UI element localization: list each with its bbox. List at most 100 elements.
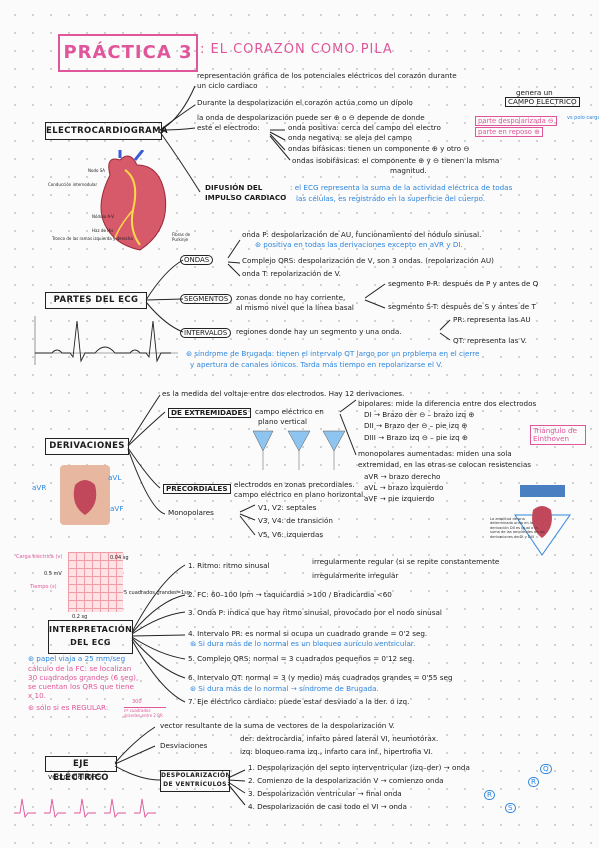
heart-label: Fibras de Purkinje xyxy=(172,232,191,242)
v3-v4: V3, V4: de transición xyxy=(258,516,333,525)
pr-note: ⊛ Si dura más de lo normal es un bloqueo… xyxy=(190,639,416,648)
monopolares-aumentadas-2: extremidad, en las otras se colocan resi… xyxy=(358,460,531,469)
difusion-text: : el ECG representa la suma de la activi… xyxy=(290,183,513,192)
v1-v2: V1, V2: septales xyxy=(258,503,317,512)
segmento-pr: segmento P-R: después de P y antes de Q xyxy=(388,279,539,288)
intervalo-qt-interp: 6. Intervalo QT: normal = 3 (y medio) má… xyxy=(188,673,453,682)
heart-icon xyxy=(100,148,167,251)
interpretacion-label: INTERPRETACIÓN DEL ECG xyxy=(48,620,133,654)
derivacion-avl: aVL → brazo izquierdo xyxy=(364,483,444,492)
heart-label: Nódulo A-V xyxy=(92,214,114,219)
difusion-label: DIFUSIÓN DEL xyxy=(205,183,263,192)
derivacion-avr: aVR → brazo derecho xyxy=(364,472,441,481)
extremidades-text-2: plano vertical xyxy=(258,417,307,426)
heart-label: Conducción internodular xyxy=(48,182,98,187)
wave-depends: la onda de despolarización puede ser ⊕ o… xyxy=(197,113,425,122)
positive-wave: onda positiva: cerca del campo del elect… xyxy=(288,123,441,132)
onda-p: onda P: despolarización de AU, funcionam… xyxy=(242,230,482,239)
bipolares-text: bipolares: mide la diferencia entre dos … xyxy=(358,399,537,408)
difusion-text-2: las células, es registrado en la superfi… xyxy=(296,194,486,203)
dipole-text: Durante la despolarización el corazón ac… xyxy=(197,98,413,107)
brugada-note: ⊛ síndrome de Brugada: tienen el interva… xyxy=(186,349,480,358)
negative-wave: onda negativa: se aleja del campo xyxy=(288,133,412,142)
intervalo-qt: QT: representa las V. xyxy=(453,336,527,345)
ondas-pill: ONDAS xyxy=(180,255,214,265)
isobiphasic-wave-2: magnitud. xyxy=(390,166,427,175)
right-caption: La amplitud de una determinada onda en l… xyxy=(490,517,545,539)
eje-sub: vector del QRS xyxy=(48,772,102,781)
intervalo-pr: PR: representa las AU xyxy=(453,315,531,324)
complejo-qrs-interp: 5. Complejo QRS: normal = 3 cuadrados pe… xyxy=(188,654,415,663)
parte-despolarizada: parte despolarizada ⊖ xyxy=(475,116,557,126)
derivaciones-label: DERIVACIONES xyxy=(45,438,129,455)
biphasic-wave: ondas bifásicas: tienen un componente ⊕ … xyxy=(288,144,470,153)
eje-electrico-interp: 7. Eje eléctrico cardiaco: puede estar d… xyxy=(188,697,410,706)
torso-icon xyxy=(60,465,110,525)
precordiales-text-2: campo eléctrico en plano horizontal. xyxy=(234,490,366,499)
extremidades-label: DE EXTREMIDADES xyxy=(168,408,251,419)
wave-r-badge: R xyxy=(528,777,539,788)
limb-leads-image xyxy=(55,460,125,530)
note-fc-2: 30 cuadrados grandes (6 seg), xyxy=(28,673,139,682)
heart-conduction-image xyxy=(45,148,195,255)
frecuencia-cardiaca: 2. FC: 60–100 lpm → taquicardia >100 / B… xyxy=(188,590,392,599)
paper-02: 0.2 sg xyxy=(72,614,88,620)
despolarizacion-label: DESPOLARIZACIÓN DE VENTRÍCULOS xyxy=(160,770,231,792)
formula-num: 300 xyxy=(132,699,142,705)
ecg-wave-icon xyxy=(34,316,178,365)
brugada-note-2: y apertura de canales iónicos. Tarda más… xyxy=(190,360,443,369)
desviacion-izq: izq: bloqueo rama izq., infarto cara inf… xyxy=(240,747,433,756)
despol-step-3: 3. Despolarización ventricular → final o… xyxy=(248,789,402,798)
note-papel: ⊛ papel viaja a 25 mm/seg xyxy=(28,654,126,663)
despol-step-2: 2. Comienzo de la despolarización V → co… xyxy=(248,776,444,785)
desviaciones-label: Desviaciones xyxy=(160,741,208,750)
note-fc: cálculo de la FC: se localizan xyxy=(28,664,132,673)
ritmo-regular: irregularmente regular (si se repite con… xyxy=(312,557,500,566)
ritmo: 1. Ritmo: ritmo sinusal xyxy=(188,561,270,570)
eje-label: EJE ELÉCTRICO xyxy=(45,756,117,783)
note-fc-4: x 10. xyxy=(28,691,46,700)
complejo-qrs: Complejo QRS: despolarización de V, son … xyxy=(242,256,494,265)
parte-reposo: parte en reposo ⊕ xyxy=(475,127,543,137)
heart-label: Haz de His xyxy=(92,228,114,233)
ecg-trace-image xyxy=(30,313,180,368)
onda-p-note: ⊛ positiva en todas las derivaciones exc… xyxy=(255,240,463,249)
avl-label: aVL xyxy=(108,473,122,482)
intervalos-pill: INTERVALOS xyxy=(180,328,232,338)
v5-v6: V5, V6: izquierdas xyxy=(258,530,324,539)
einthoven-image xyxy=(505,480,580,560)
formula-den: nº cuadrados grandes entre 2 RR xyxy=(124,707,166,718)
ecg-paper-grid xyxy=(68,552,123,612)
impulso-label: IMPULSO CARDIACO xyxy=(205,193,287,202)
paper-tiempo: Tiempo (s) xyxy=(30,584,57,590)
segmentos-text-2: al mismo nivel que la línea basal xyxy=(236,303,354,312)
derivacion-d2: DII → Brazo der ⊖ – pie izq ⊕ xyxy=(364,421,468,430)
page-subtitle: : EL CORAZÓN COMO PILA xyxy=(200,42,393,57)
segmentos-pill: SEGMENTOS xyxy=(180,294,233,304)
intervalos-text: regiones donde hay un segmento y una ond… xyxy=(236,327,402,336)
onda-p-interp: 3. Onda P: indica que hay ritmo sinusal,… xyxy=(188,608,442,617)
avr-label: aVR xyxy=(32,483,47,492)
paper-mv: 0.5 mV xyxy=(44,571,62,577)
heart-label: Nodo SA xyxy=(88,168,106,173)
wave-r-badge-2: R xyxy=(484,790,495,801)
einthoven-triangle-icon xyxy=(514,485,571,556)
partes-label: PARTES DEL ECG xyxy=(45,292,147,309)
precordiales-label: PRECORDIALES xyxy=(163,484,231,495)
segmento-st: segmento S-T: después de S y antes de T xyxy=(388,302,536,311)
desviacion-der: der: dextrocardia, infarto pared lateral… xyxy=(240,734,439,743)
despol-step-1: 1. Despolarización del septo interventri… xyxy=(248,763,470,772)
ecg-definition-2: un ciclo cardiaco xyxy=(197,81,258,90)
intervalo-pr-interp: 4. Intervalo PR: es normal si ocupa un c… xyxy=(188,629,428,638)
ecg-label: ELECTROCARDIOGRAMA xyxy=(45,122,168,140)
wave-s-badge: S xyxy=(505,803,516,814)
monopolares-label: Monopolares xyxy=(168,508,214,517)
page-title: PRÁCTICA 3 xyxy=(58,34,198,72)
isobiphasic-wave: ondas isobifásicas: el componente ⊕ y ⊖ … xyxy=(292,156,500,165)
heart-label: Tronco de las ramas izquierda y derecha xyxy=(52,236,133,241)
monopolares-aumentadas: monopolares aumentadas: miden una sola xyxy=(358,449,512,458)
qt-note: ⊛ Si dura más de lo normal → síndrome de… xyxy=(190,684,379,693)
genera-un-text: genera un xyxy=(516,88,553,97)
side-note: vs polo carga xyxy=(567,115,599,121)
